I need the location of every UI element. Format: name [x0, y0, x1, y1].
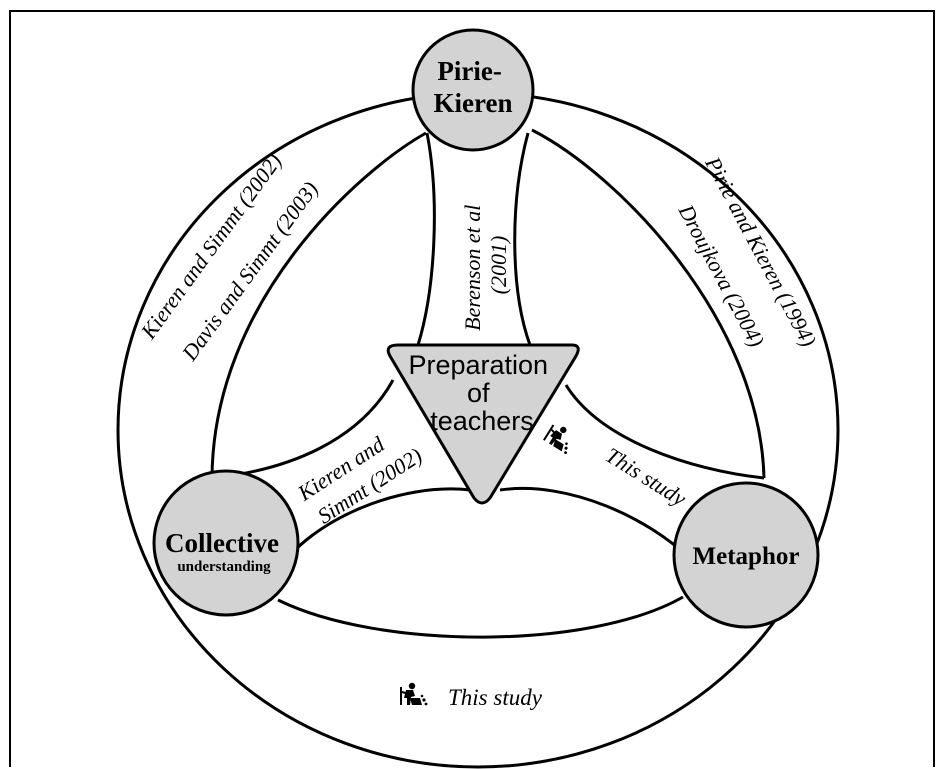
center-top-ref-2: (2001)	[486, 236, 511, 295]
worker-icon	[541, 419, 580, 456]
preparation-of-teachers-node	[386, 343, 580, 505]
worker-icon	[399, 681, 429, 707]
collective-line-1: Collective	[165, 528, 279, 558]
band-outer-boundary	[210, 128, 766, 479]
inner-right-arc	[499, 487, 690, 559]
svg-text:Collective understanding: Collective understanding	[165, 528, 283, 575]
metaphor-label: Metaphor	[693, 543, 800, 570]
center-line-3: teachers	[430, 406, 534, 436]
svg-text:Berenson et al (2001): Berenson et al (2001)	[460, 199, 511, 331]
right-band-top	[564, 384, 765, 480]
collective-understanding-node	[152, 469, 300, 617]
pirie-kieren-line-2: Kieren	[434, 88, 513, 118]
collective-line-2: understanding	[177, 559, 271, 575]
center-band-left	[416, 132, 436, 346]
svg-text:Pirie and Kieren (1994): Pirie and Kieren (1994) Droujkova (2004)	[659, 152, 824, 378]
band-bottom-arc	[277, 595, 684, 639]
metaphor-node	[672, 481, 820, 629]
center-top-ref-1: Berenson et al	[460, 205, 485, 331]
center-line-2: of	[467, 378, 490, 408]
svg-text:Pirie- Kieren: Pirie- Kieren	[434, 56, 513, 118]
center-band-right	[513, 132, 532, 346]
pirie-kieren-node	[411, 28, 535, 152]
svg-text:Preparation of teacher: Preparation of teachers	[408, 350, 555, 436]
bottom-ref: This study	[448, 685, 543, 710]
pirie-kieren-line-1: Pirie-	[437, 56, 501, 86]
figure-frame	[9, 10, 935, 767]
center-right-ref: This study	[601, 442, 691, 511]
svg-text:Kieren and Simmt (2002): Kieren and Simmt (2002) Davis and Simmt …	[135, 144, 327, 371]
svg-text:Kieren and Simmt (2002): Kieren and Simmt (2002)	[292, 418, 426, 532]
center-line-1: Preparation	[408, 350, 548, 380]
